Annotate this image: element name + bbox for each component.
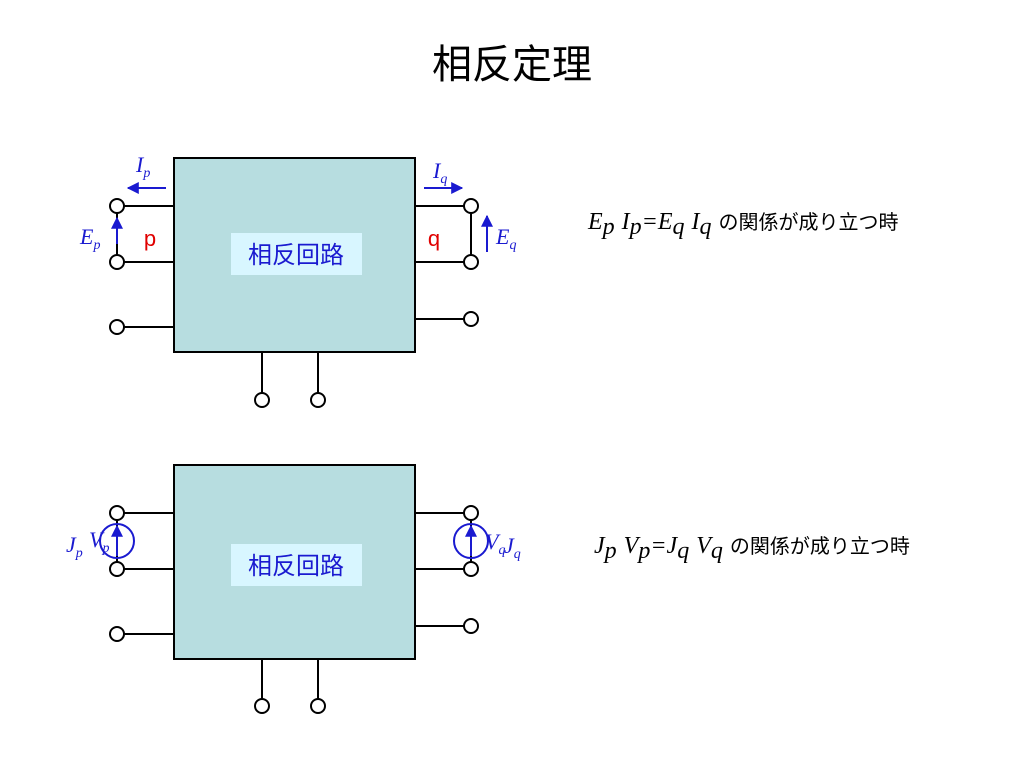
relation-1: Ep Ip=Eq Iq の関係が成り立つ時 <box>588 209 899 240</box>
terminal-p-bottom <box>109 254 125 270</box>
network-label-bg-2 <box>231 544 362 586</box>
terminal-p2-bottom <box>109 561 125 577</box>
source-jq-label: Jq <box>504 533 521 562</box>
page-title: 相反定理 <box>432 42 592 88</box>
voltage-vp-label: Vp <box>89 527 109 556</box>
reciprocal-circuit-2: 相反回路 Jp Vp Vq Jq <box>66 464 521 714</box>
terminal-right-extra-1 <box>463 311 479 327</box>
port-p-label: p <box>144 226 156 251</box>
terminal-q-bottom <box>463 254 479 270</box>
terminal-bottom-right-1 <box>310 392 326 408</box>
source-jp-label: Jp <box>66 532 83 561</box>
port-q-label: q <box>428 226 440 251</box>
current-source-jp <box>99 523 135 559</box>
current-ip-label: Ip <box>135 152 150 181</box>
network-label-2: 相反回路 <box>248 552 344 580</box>
voltage-ep-label: Ep <box>79 224 100 253</box>
terminal-bottom-right-2 <box>310 698 326 714</box>
terminal-right-extra-2 <box>463 618 479 634</box>
voltage-eq-label: Eq <box>495 224 516 253</box>
network-label-bg-1 <box>231 233 362 275</box>
terminal-q2-bottom <box>463 561 479 577</box>
terminal-p2-top <box>109 505 125 521</box>
terminal-p-top <box>109 198 125 214</box>
current-source-jq <box>453 523 489 559</box>
voltage-vq-label: Vq <box>485 529 505 558</box>
terminal-q2-top <box>463 505 479 521</box>
terminal-bottom-left-2 <box>254 698 270 714</box>
current-iq-label: Iq <box>432 158 447 187</box>
reciprocal-circuit-1: 相反回路 p q Ip Iq Ep Eq <box>79 152 516 408</box>
terminal-q-top <box>463 198 479 214</box>
network-label-1: 相反回路 <box>248 241 344 269</box>
terminal-left-extra-2 <box>109 626 125 642</box>
relation-2: Jp Vp=Jq Vq の関係が成り立つ時 <box>594 533 910 564</box>
terminal-left-extra-1 <box>109 319 125 335</box>
terminal-bottom-left-1 <box>254 392 270 408</box>
